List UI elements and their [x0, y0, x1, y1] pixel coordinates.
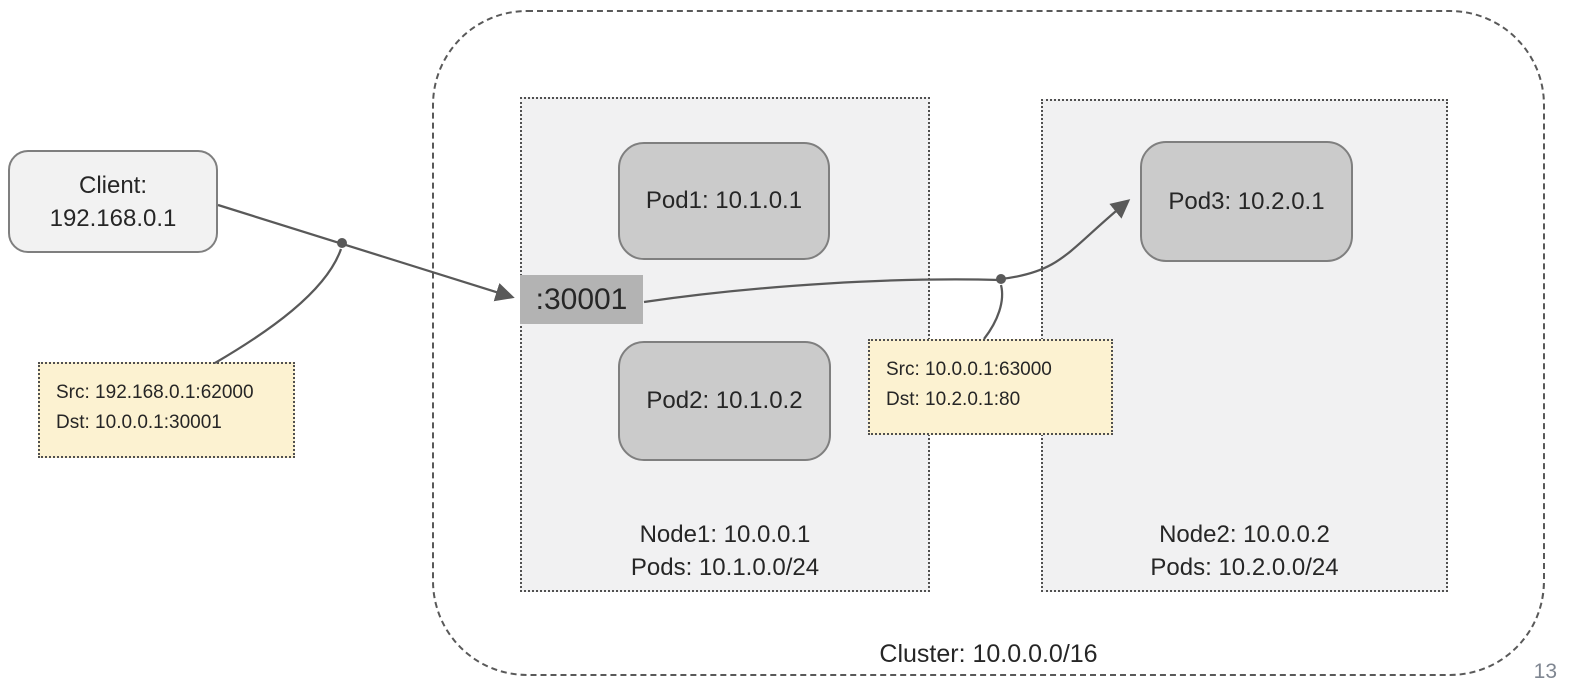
packet2-dst: Dst: 10.2.0.1:80	[886, 389, 1021, 410]
packet1-dst: Dst: 10.0.0.1:30001	[56, 412, 222, 433]
node2-label: Node2: 10.0.0.2 Pods: 10.2.0.0/24	[1043, 518, 1446, 584]
client-label-title: Client:	[78, 171, 148, 199]
packet-annotation-client: Src: 192.168.0.1:62000 Dst: 10.0.0.1:300…	[38, 362, 295, 458]
node1-label-ip: Node1: 10.0.0.1	[639, 521, 811, 548]
nodeport-label: :30001	[535, 282, 628, 316]
junction-dot-1	[337, 238, 347, 248]
pod3-box: Pod3: 10.2.0.1	[1140, 141, 1353, 262]
page-number: 13	[1533, 660, 1557, 683]
client-box: Client: 192.168.0.1	[8, 150, 218, 253]
packet2-src: Src: 10.0.0.1:63000	[886, 359, 1052, 380]
node1-label: Node1: 10.0.0.1 Pods: 10.1.0.0/24	[522, 518, 928, 584]
cluster-label: Cluster: 10.0.0.0/16	[879, 640, 1098, 668]
packet1-callout-curve	[214, 248, 343, 364]
pod3-label: Pod3: 10.2.0.1	[1168, 187, 1325, 215]
pod2-box: Pod2: 10.1.0.2	[618, 341, 831, 461]
nodeport-badge: :30001	[520, 275, 643, 324]
pod1-box: Pod1: 10.1.0.1	[618, 142, 830, 260]
client-label-ip: 192.168.0.1	[49, 204, 177, 232]
pod1-label: Pod1: 10.1.0.1	[645, 187, 803, 214]
pod2-label: Pod2: 10.1.0.2	[646, 387, 803, 414]
node1-label-pods-cidr: Pods: 10.1.0.0/24	[630, 554, 820, 581]
packet1-src: Src: 192.168.0.1:62000	[56, 382, 254, 403]
packet-annotation-node: Src: 10.0.0.1:63000 Dst: 10.2.0.1:80	[868, 339, 1113, 435]
node2-label-pods-cidr: Pods: 10.2.0.0/24	[1150, 554, 1339, 581]
node2-label-ip: Node2: 10.0.0.2	[1159, 521, 1330, 548]
